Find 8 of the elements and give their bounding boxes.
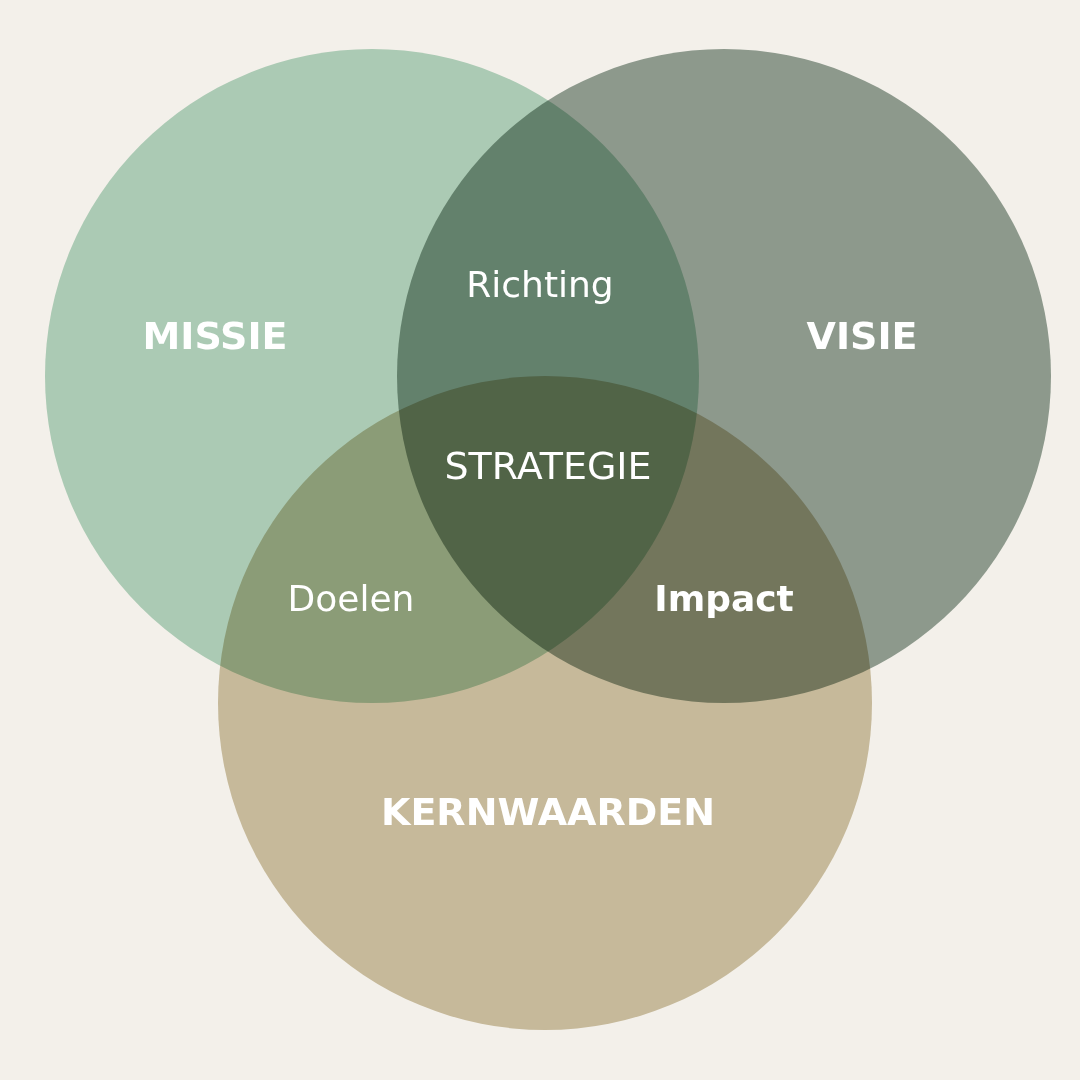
circle-title: KERNWAARDEN <box>380 790 716 834</box>
overlap-label: STRATEGIE <box>444 444 652 488</box>
overlap-label: Richting <box>466 263 614 305</box>
circle-title: VISIE <box>806 314 918 358</box>
overlap-label: Impact <box>654 577 794 619</box>
overlap-label: Doelen <box>287 577 415 619</box>
circle-title: MISSIE <box>142 314 288 358</box>
venn-circle <box>218 376 872 1030</box>
